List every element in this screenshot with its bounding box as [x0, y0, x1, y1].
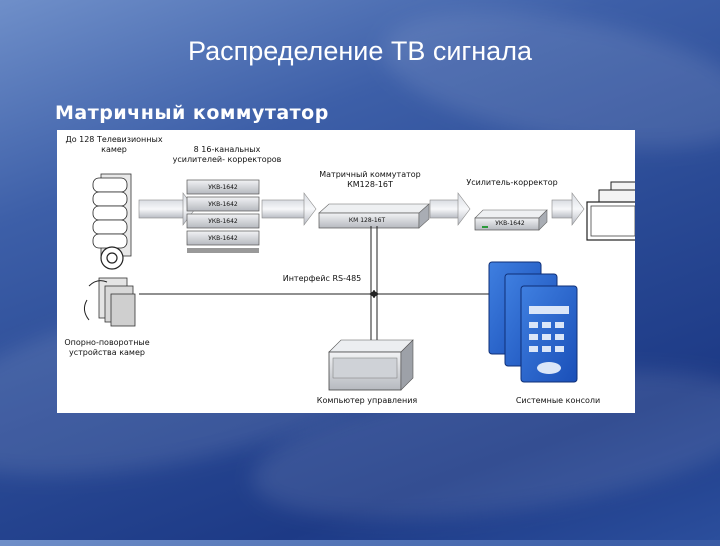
slide-title: Распределение ТВ сигнала — [188, 36, 532, 66]
label-cameras: До 128 Телевизионных камер — [65, 135, 163, 154]
camera-stack-icon — [92, 173, 132, 270]
label-computer: Компьютер управления — [316, 396, 418, 405]
amplifier-stack-icon — [186, 179, 260, 253]
label-interface: Интерфейс RS-485 — [282, 274, 362, 283]
label-consoles: Системные консоли — [515, 396, 601, 405]
diagram-graphic — [83, 173, 635, 391]
amplifier-unit-label-2: УКВ-1642 — [208, 201, 238, 208]
amplifier-unit-label-4: УКВ-1642 — [208, 235, 238, 242]
amplifier-corrector-icon — [474, 209, 548, 231]
slide-subtitle: Матричный коммутатор — [55, 102, 329, 124]
rs485-bus — [139, 226, 489, 348]
amplifier-unit-label-3: УКВ-1642 — [208, 218, 238, 225]
control-computer-icon — [328, 339, 414, 391]
label-amplifiers: 8 16-канальных усилителей- корректоров — [172, 145, 282, 164]
matrix-switcher-icon — [318, 203, 430, 229]
system-consoles-icon — [488, 261, 578, 383]
label-matrix: Матричный коммутатор КМ128-16Т — [319, 170, 421, 189]
matrix-unit-label: КМ 128-16Т — [348, 217, 386, 224]
diagram-panel: До 128 Телевизионных камер 8 16-канальны… — [57, 130, 635, 413]
amplifier-unit-label-1: УКВ-1642 — [208, 184, 238, 191]
label-ptz: Опорно-поворотные устройства камер — [64, 338, 150, 357]
corrector-unit-label: УКВ-1642 — [495, 220, 525, 227]
label-amp-corrector: Усилитель-корректор — [466, 178, 558, 187]
monitors-icon — [586, 181, 635, 241]
video-signal-pipe — [138, 192, 585, 226]
ptz-devices-icon — [83, 277, 136, 327]
